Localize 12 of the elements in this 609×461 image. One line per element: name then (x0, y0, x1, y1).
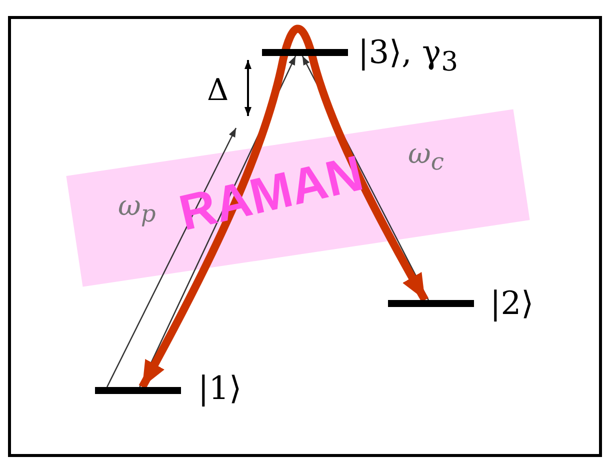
energy-level-bar (262, 49, 348, 56)
raman-transition-arrow (138, 25, 428, 389)
state-label: |2⟩ (490, 287, 534, 319)
frequency-label: ω$_{c}$ (408, 140, 444, 174)
band-label: RAMAN (174, 148, 368, 238)
state-label: |1⟩ (198, 372, 242, 404)
frequency-label: ω$_{p}$ (118, 192, 156, 226)
energy-level-bar (388, 300, 474, 307)
transition-arrow (106, 128, 237, 388)
energy-level-bar (95, 387, 181, 394)
detuning-label: Δ (207, 76, 229, 106)
state-label: |3⟩, γ$_{3}$ (358, 36, 458, 76)
